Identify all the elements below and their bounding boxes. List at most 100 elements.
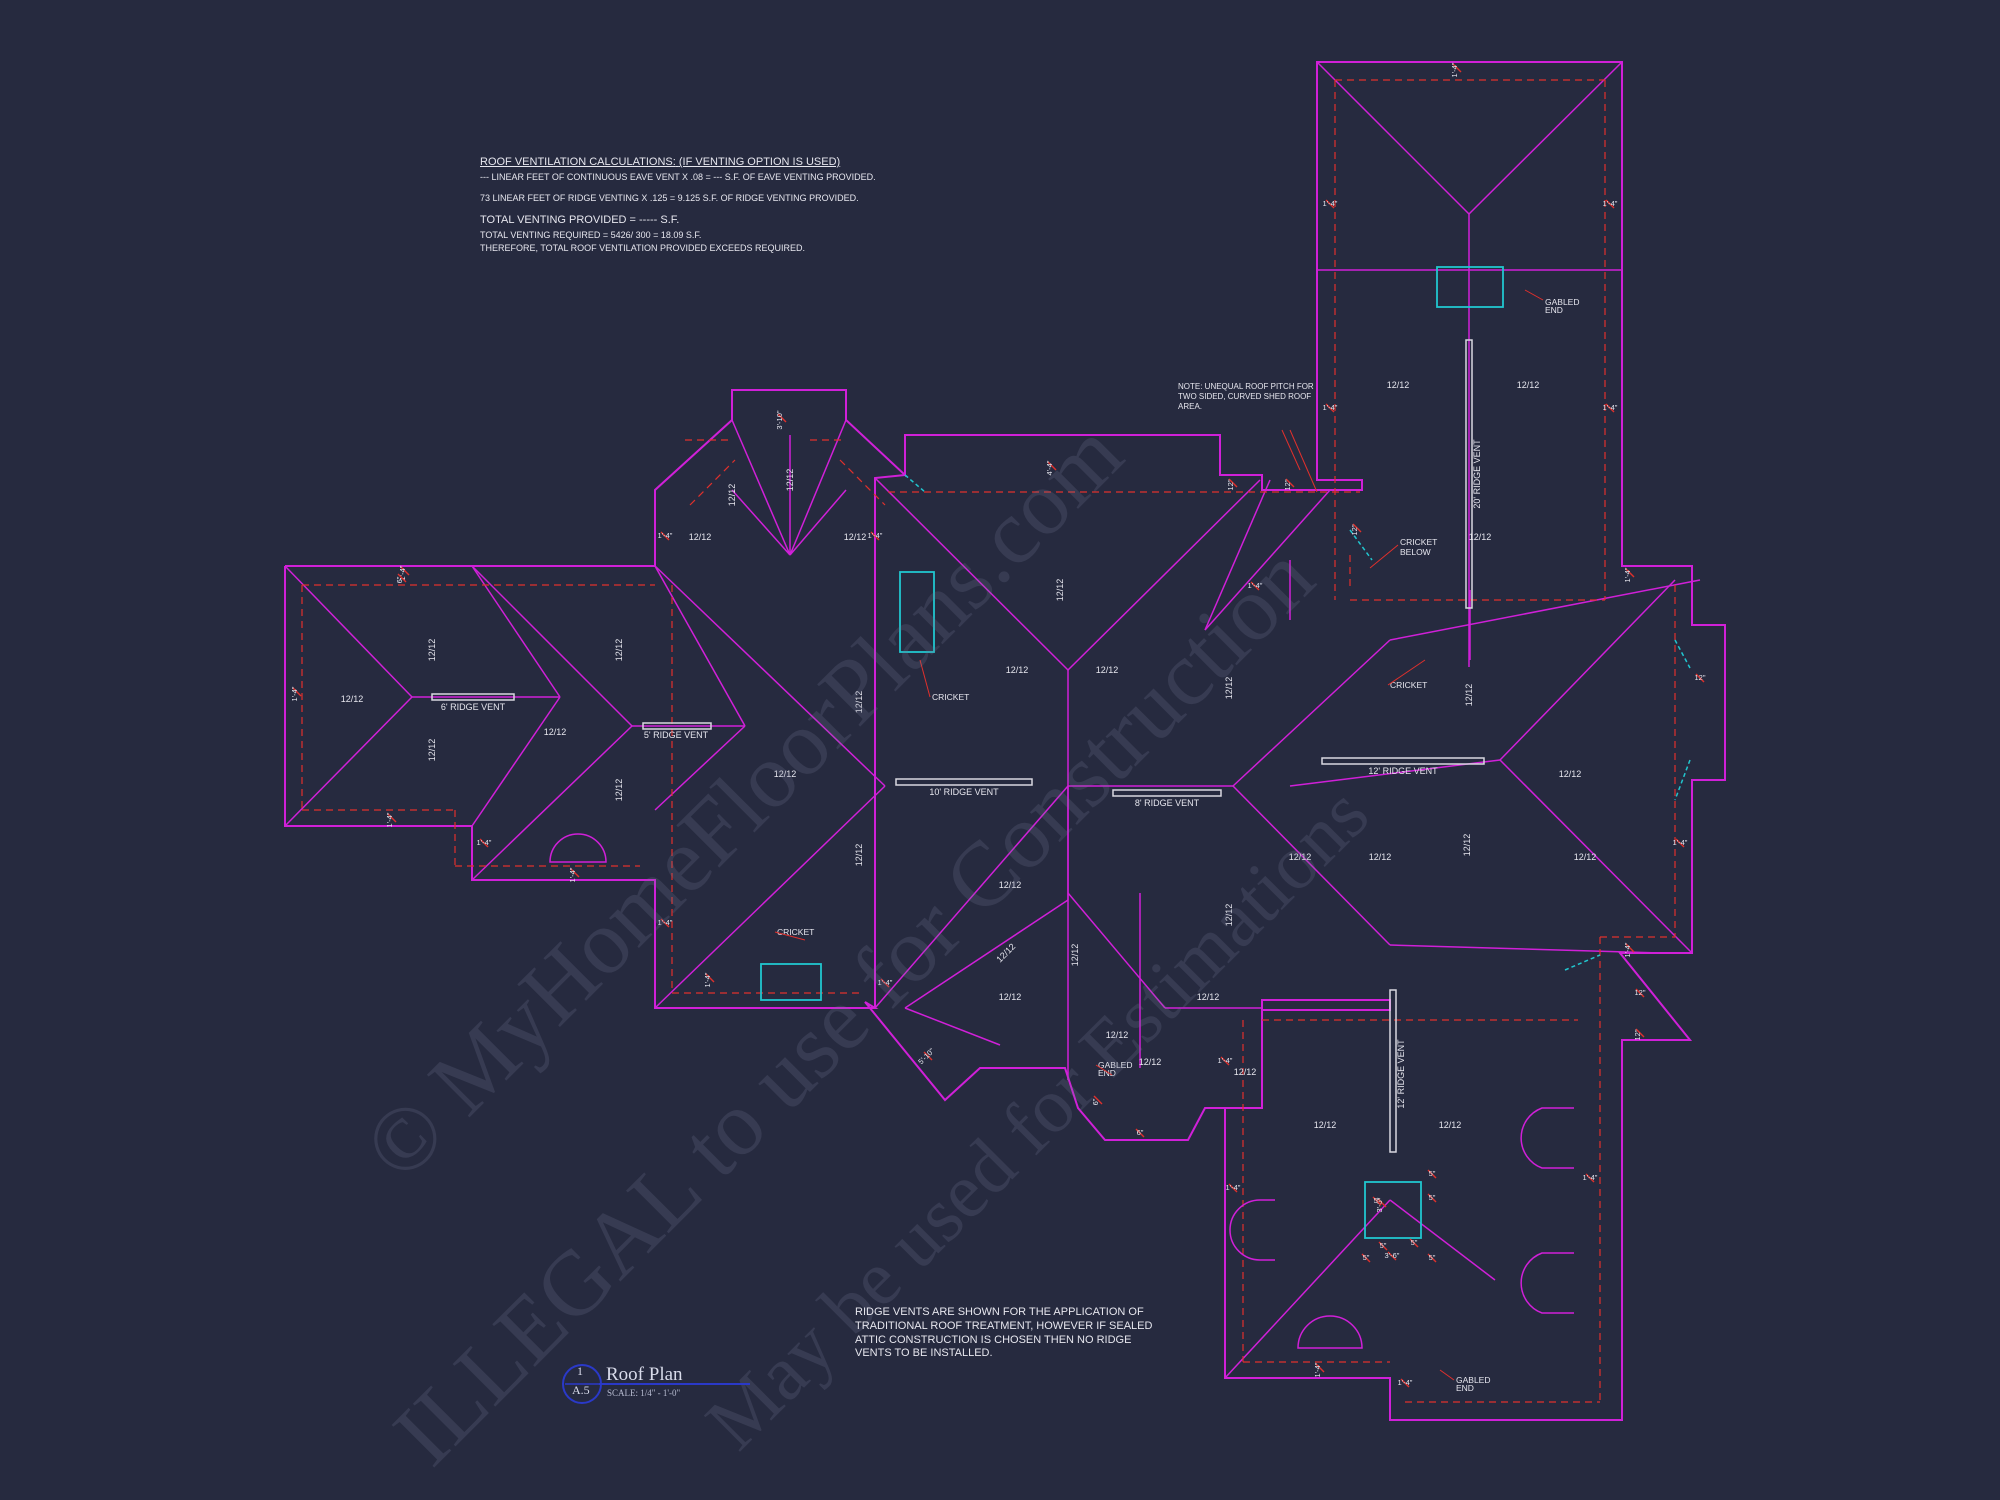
hip-line [1316,61,1470,215]
dimension-label: 12" [1694,673,1705,682]
pitch-label: 12/12 [1574,852,1597,862]
dimension-label: 1'-4" [1603,199,1618,208]
dimension-tick [292,687,302,697]
ridge-vent [1465,339,1473,609]
dimension-label: 5" [1380,1241,1387,1250]
dimension-tick [1427,1193,1437,1203]
dimension-label: 1'-4" [658,531,673,540]
ventilation-calculation-notes: ROOF VENTILATION CALCULATIONS: (IF VENTI… [480,156,1040,257]
dimension-label: 1'-4" [1673,838,1688,847]
hip-line [1232,785,1391,946]
dimension-label: 12" [1634,988,1645,997]
hip-line [654,725,746,811]
pitch-label: 12/12 [1314,1120,1337,1130]
cricket-box [760,963,822,1001]
eave-tick [1349,529,1373,561]
callout-label: CRICKET [1400,537,1437,547]
dimension-label: 5" [1411,1238,1418,1247]
hip-line [471,696,561,827]
dimension-label: 1'-4" [1226,1183,1241,1192]
ridge-vent-label: 8' RIDGE VENT [1135,798,1200,808]
dimension-tick [1228,1183,1238,1193]
dimension-label: 1'-4" [398,565,407,580]
dimension-tick [1361,1253,1371,1263]
hip-line [1204,489,1331,631]
hip-line [904,1007,1001,1046]
ridge-vent [1321,757,1485,765]
dimension-tick [1427,1253,1437,1263]
ridge-vent-label: 20' RIDGE VENT [1472,439,1482,509]
dimension-tick [1285,478,1295,488]
ventilation-line-4: TOTAL VENTING REQUIRED = 5426/ 300 = 18.… [480,230,702,240]
pitch-label: 12/12 [854,691,864,714]
hip-line [1232,639,1391,787]
pitch-label: 12/12 [1387,380,1410,390]
dimension-tick [1135,1128,1145,1138]
dimension-tick [870,531,880,541]
unequal-pitch-note: NOTE: UNEQUAL ROOF PITCH FOR TWO SIDED, … [1178,382,1314,411]
roof-edge-south [284,566,1225,1141]
pitch-label: 12/12 [689,532,712,542]
leader-line [1369,544,1399,569]
pitch-label: 12/12 [1369,852,1392,862]
leader-line [919,659,931,698]
dimension-tick [1325,403,1335,413]
hip-line [1499,579,1676,761]
pitch-label: 12/12 [614,779,624,802]
dashed-line [689,459,736,506]
hip-line [1389,944,1661,954]
callout-label: GABLED [1098,1060,1133,1070]
sheet-number: A.5 [572,1383,590,1397]
dimension-label: 1'-4" [658,918,673,927]
hip-line [874,785,1069,1009]
dimension-label: 1'-4" [1450,62,1459,77]
dimension-tick [397,573,407,583]
hip-line [654,565,886,787]
hip-line [1224,1199,1391,1379]
dimension-tick [1409,1238,1419,1248]
dimension-label: 12" [1633,1029,1642,1040]
ridge-vent-label: 12' RIDGE VENT [1368,766,1438,776]
pitch-label: 12/12 [1289,852,1312,862]
hip-line [904,899,1069,1009]
ventilation-line-1: --- LINEAR FEET OF CONTINUOUS EAVE VENT … [480,171,876,182]
dimension-tick [1352,523,1362,533]
dimension-tick [1387,1251,1397,1261]
dimension-lines [301,79,1676,1403]
dimension-label: 1'-4" [703,972,712,987]
dimension-label: 1'-4" [1248,581,1263,590]
pitch-label: 12/12 [1224,904,1234,927]
leader-line [1439,1369,1455,1381]
ridge-vent [642,722,712,730]
hip-line [284,565,413,698]
hip-line [1468,61,1623,215]
ridge-vent-label: 6' RIDGE VENT [441,702,506,712]
pitch-label: 12/12 [614,639,624,662]
dimension-tick [705,973,715,983]
dimension-tick [1605,403,1615,413]
dimension-label: 6" [395,576,404,583]
dimension-label: 1'-4" [868,531,883,540]
callout-label: GABLED [1456,1375,1491,1385]
ventilation-heading: ROOF VENTILATION CALCULATIONS: [480,156,676,168]
dimension-label: 1'-4" [477,838,492,847]
roof-outline [284,61,1726,1421]
drawing-title: Roof Plan [606,1364,683,1385]
dimension-tick [1625,568,1635,578]
hip-line [471,565,561,698]
dimension-tick [479,838,489,848]
ridge-vent-treatment-note: RIDGE VENTS ARE SHOWN FOR THE APPLICATIO… [855,1306,1153,1360]
eyebrow-dormer [1297,1315,1363,1349]
pitch-label: 12/12 [854,844,864,867]
dimension-tick [1427,1169,1437,1179]
dimension-tick [1635,988,1645,998]
pitch-label: 12/12 [1055,579,1065,602]
pitch-label: 12/12 [1070,944,1080,967]
hip-line [789,489,847,556]
leader-line [774,931,806,941]
hip-line [1499,759,1693,954]
dimension-tick [1400,1378,1410,1388]
pitch-label: 12/12 [727,484,737,507]
